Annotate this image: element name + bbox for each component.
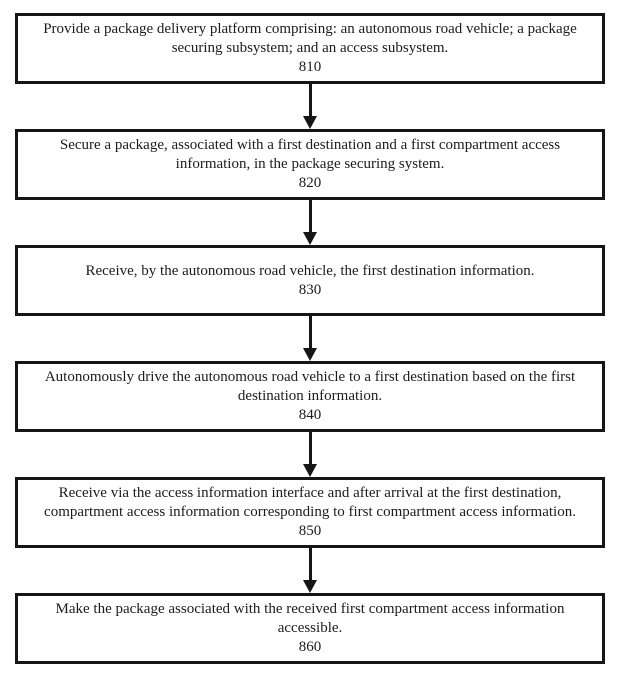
down-arrow [302, 548, 318, 593]
flow-step-box-830: Receive, by the autonomous road vehicle,… [15, 245, 605, 316]
step-text-line: Secure a package, associated with a firs… [59, 137, 561, 153]
arrow-shaft [308, 84, 312, 117]
step-text-line: accessible. [277, 620, 343, 636]
arrowhead-icon [303, 348, 317, 361]
step-reference-number: 820 [298, 175, 322, 191]
step-reference-number: 830 [298, 281, 322, 298]
down-arrow [302, 200, 318, 245]
step-text-line: Autonomously drive the autonomous road v… [44, 369, 576, 385]
flow-step-box-850: Receive via the access information inter… [15, 477, 605, 548]
step-text-line: securing subsystem; and an access subsys… [171, 40, 449, 56]
flow-column: Provide a package delivery platform comp… [15, 13, 605, 664]
down-arrow [302, 432, 318, 477]
flow-step-box-860: Make the package associated with the rec… [15, 593, 605, 664]
arrow-shaft [308, 316, 312, 349]
arrowhead-icon [303, 464, 317, 477]
flow-step-box-810: Provide a package delivery platform comp… [15, 13, 605, 84]
flow-step-box-840: Autonomously drive the autonomous road v… [15, 361, 605, 432]
arrow-shaft [308, 432, 312, 465]
step-reference-number: 840 [298, 407, 322, 423]
step-text-line: compartment access information correspon… [44, 504, 576, 520]
step-text-line: Receive via the access information inter… [58, 485, 562, 501]
down-arrow [302, 316, 318, 361]
arrowhead-icon [303, 580, 317, 593]
flow-step-box-820: Secure a package, associated with a firs… [15, 129, 605, 200]
arrowhead-icon [303, 116, 317, 129]
step-text-line: Make the package associated with the rec… [55, 601, 565, 617]
step-text-line: Receive, by the autonomous road vehicle,… [85, 262, 535, 279]
arrow-shaft [308, 200, 312, 233]
step-text-line: destination information. [237, 388, 383, 404]
arrowhead-icon [303, 232, 317, 245]
step-reference-number: 860 [298, 639, 322, 655]
down-arrow [302, 84, 318, 129]
arrow-shaft [308, 548, 312, 581]
step-text-line: Provide a package delivery platform comp… [43, 21, 577, 37]
step-reference-number: 850 [298, 523, 322, 539]
step-text-line: information, in the package securing sys… [175, 156, 445, 172]
step-reference-number: 810 [298, 59, 322, 75]
